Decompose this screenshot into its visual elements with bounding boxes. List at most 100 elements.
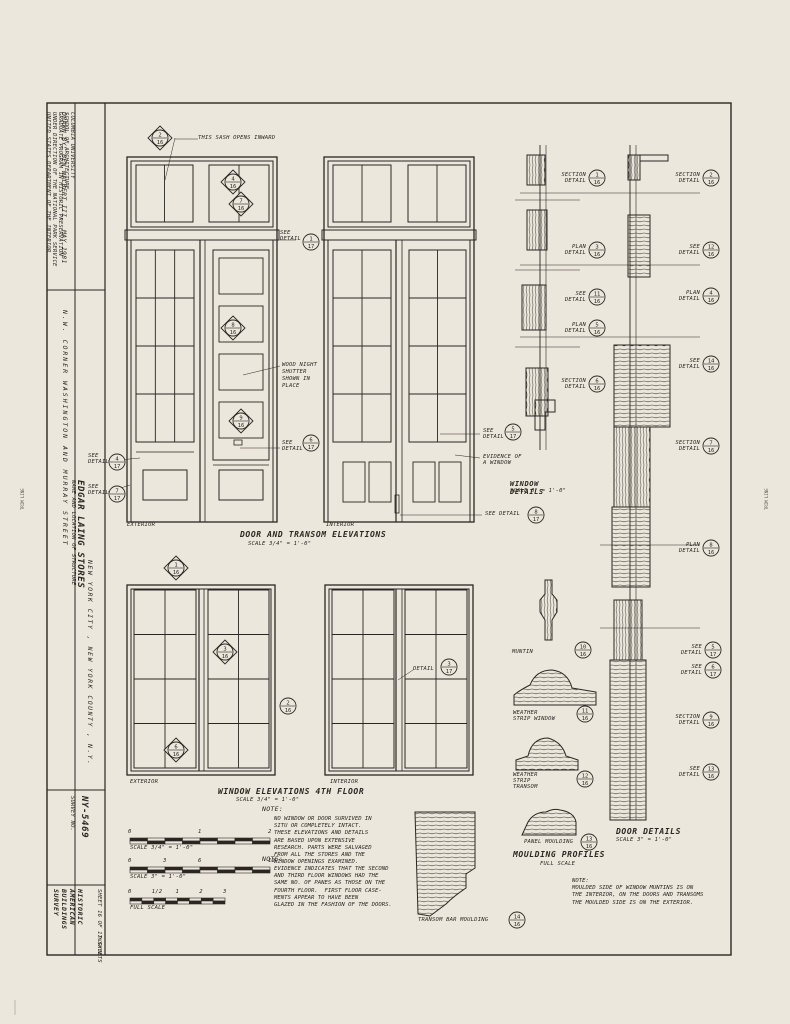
- see-detail-5: SEE DETAIL: [483, 428, 505, 440]
- detail-callout-c1: 216: [147, 125, 173, 151]
- scale-bar-segment: [252, 840, 271, 845]
- callout-number: 4: [709, 291, 713, 297]
- callout-sheet: 16: [285, 708, 292, 714]
- scale-bar-segment: [217, 869, 236, 874]
- note-label-1: NOTE:: [262, 805, 284, 813]
- callout-sheet: 16: [708, 550, 715, 556]
- leader-line: [164, 137, 176, 181]
- scale-bar-segment: [141, 900, 155, 905]
- structure-name: EDGAR LAING STORES: [75, 480, 85, 589]
- callout-number: 12: [708, 245, 715, 251]
- callout-number: 3: [595, 245, 598, 251]
- scale-bar-segment: [129, 900, 143, 905]
- callout-sheet: 16: [586, 844, 593, 850]
- callout-sheet: 16: [238, 206, 245, 212]
- callout-sheet: 16: [708, 366, 715, 372]
- window-details-title: WINDOW DETAILS: [510, 480, 544, 496]
- scale-bar-segment: [164, 869, 183, 874]
- callout-sheet: 16: [582, 781, 589, 787]
- interior-transom-frame: [327, 160, 471, 228]
- callout-number: 1: [309, 237, 312, 243]
- window-details-scale: SCALE 3" = 1'-0": [510, 488, 567, 494]
- window-section-member: [521, 284, 547, 331]
- door-details-note: NOTE: MOULDED SIDE OF WINDOW MUNTINS IS …: [572, 878, 704, 906]
- detail-sections: [515, 145, 700, 821]
- callout-number: 14: [514, 915, 521, 921]
- scale-bar-segment: [164, 837, 183, 842]
- transom-bar-moulding-label: TRANSOM BAR MOULDING: [418, 917, 489, 923]
- scale-bar-segment: [164, 866, 183, 871]
- scale-bar-segment: [234, 840, 253, 845]
- scale-bar-segment: [252, 837, 271, 842]
- callout-sheet: 17: [710, 652, 717, 658]
- window-interior-sash-frame: [328, 588, 470, 772]
- detail-callout-c12: 116: [163, 555, 189, 581]
- callout-number: 1: [595, 173, 598, 179]
- exterior-door-bottom-panel: [218, 469, 264, 501]
- scale-bar-segment: [165, 900, 178, 905]
- callout-sheet: 16: [222, 654, 229, 660]
- scale-tick-label: 0: [128, 829, 132, 835]
- scale-bar-segment: [200, 900, 214, 905]
- callout-sheet: 17: [446, 669, 453, 675]
- callout-number: 11: [594, 292, 601, 298]
- callout-number: 14: [708, 359, 715, 365]
- door-detail-callout: 416: [702, 287, 720, 305]
- door-detail-label: SEE DETAIL: [678, 358, 700, 370]
- callout-number: 10: [580, 645, 587, 651]
- see-detail-1: SEE DETAIL: [280, 230, 302, 242]
- door-detail-callout: 216: [702, 169, 720, 187]
- door-elevations-scale: SCALE 3/4" = 1'-0": [248, 541, 312, 547]
- callout-sheet: 17: [710, 672, 717, 678]
- scale-bar-segment: [199, 837, 218, 842]
- door-detail-callout: 816: [702, 539, 720, 557]
- callout-sheet: 16: [514, 922, 521, 928]
- detail-callout-c8: 417: [108, 453, 126, 471]
- door-elevations: [107, 137, 482, 523]
- survey-number: NY-5469: [79, 796, 89, 839]
- callout-number: 8: [709, 543, 712, 549]
- door-detail-callout: 517: [704, 641, 722, 659]
- window-interior-label: INTERIOR: [330, 779, 359, 785]
- door-section-member: [613, 599, 643, 661]
- moulding-profiles: [414, 579, 597, 917]
- see-detail-3: SEE DETAIL: [88, 453, 110, 465]
- note-text-2: EVIDENCE INDICATES THAT THE SECOND AND T…: [274, 866, 392, 909]
- window-detail-label: PLAN DETAIL: [564, 244, 586, 256]
- callout-number: 13: [708, 767, 715, 773]
- scale-bar-segment: [147, 837, 166, 842]
- callout-number: 12: [582, 774, 589, 780]
- detail-callout-c3: 716: [228, 191, 254, 217]
- scale-bar-segment: [252, 869, 271, 874]
- scale-bar-segment: [129, 840, 148, 845]
- muntin-profile: [539, 579, 558, 641]
- note-label-2: NOTE:: [262, 855, 284, 863]
- scale-bar-segment: [129, 869, 148, 874]
- door-detail-label: SEE DETAIL: [680, 644, 702, 656]
- detail-callout-c2: 416: [220, 169, 246, 195]
- scale-bar-segment: [217, 837, 236, 842]
- detail-callout-c16: 317: [440, 658, 458, 676]
- door-section-head-trim: [639, 154, 669, 162]
- door-bottom-rail-section: [609, 659, 647, 821]
- callout-number: 7: [239, 199, 242, 205]
- door-details-title: DOOR DETAILS: [616, 827, 681, 836]
- door-detail-label: SECTION DETAIL: [675, 172, 700, 184]
- scale-tick-label: 0: [128, 858, 132, 864]
- scale-bar-segment: [147, 869, 166, 874]
- scale-tick-label: 2: [199, 889, 203, 895]
- weather-strip-window-profile: [513, 669, 597, 706]
- window-detail-callout: 316: [588, 241, 606, 259]
- callout-sheet: 16: [708, 180, 715, 186]
- callout-number: 6: [595, 379, 598, 385]
- window-exterior-sash-frame: [130, 588, 272, 772]
- window-exterior-frame: [126, 584, 276, 776]
- window-exterior-label: EXTERIOR: [130, 779, 159, 785]
- callout-number: 2: [709, 173, 712, 179]
- shutter-latch: [233, 439, 243, 446]
- scale-bar-segment: [147, 866, 166, 871]
- scale-tick-label: 1/2: [151, 889, 163, 895]
